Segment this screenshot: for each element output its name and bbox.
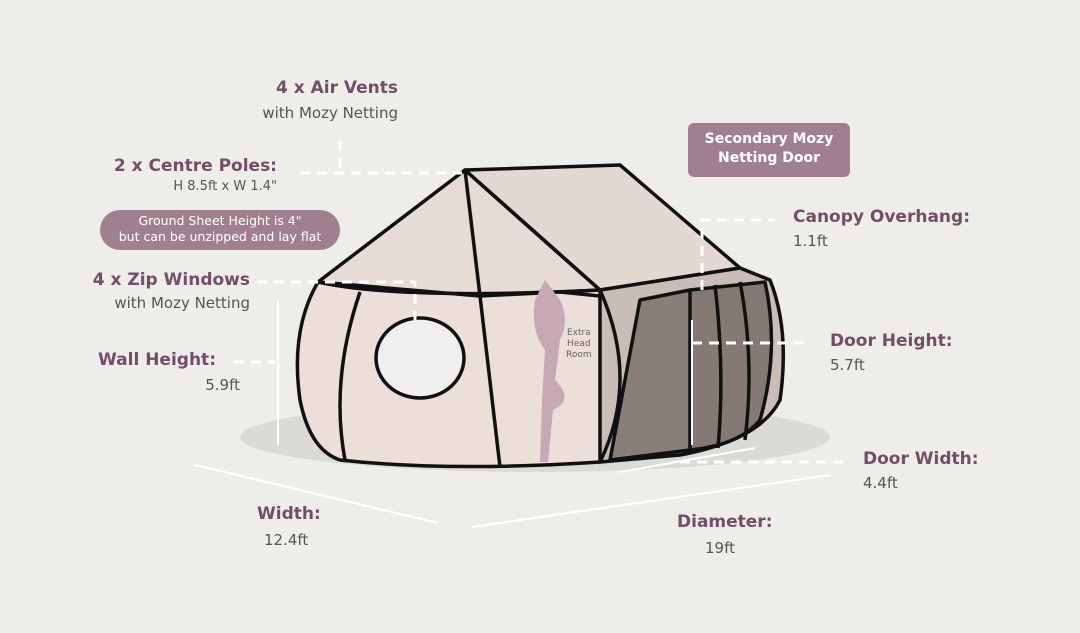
person-silhouette — [533, 280, 565, 462]
diameter-value: 19ft — [705, 539, 735, 557]
width-value: 12.4ft — [264, 531, 309, 549]
solid-arrows — [194, 300, 831, 528]
tent-body — [295, 163, 786, 469]
ground-sheet-line2: but can be unzipped and lay flat — [118, 229, 322, 244]
head-room-line3: Room — [566, 350, 592, 360]
canopy-value: 1.1ft — [793, 232, 828, 250]
canopy-title: Canopy Overhang: — [793, 207, 970, 227]
wall-height-value: 5.9ft — [205, 376, 240, 394]
centre-poles-sub: H 8.5ft x W 1.4" — [173, 179, 277, 194]
head-room-line1: Extra — [566, 328, 591, 338]
zip-window — [374, 316, 466, 400]
door-height-title: Door Height: — [830, 331, 953, 351]
width-title: Width: — [257, 504, 321, 524]
ground-sheet-badge: Ground Sheet Height is 4" but can be unz… — [100, 210, 340, 250]
zip-windows-sub: with Mozy Netting — [114, 294, 250, 312]
dimension-arrows — [234, 135, 850, 464]
head-room-line2: Head — [567, 339, 591, 349]
ground-sheet-line1: Ground Sheet Height is 4" — [138, 213, 302, 228]
wall-height-title: Wall Height: — [98, 350, 216, 370]
door-width-value: 4.4ft — [863, 474, 898, 492]
zip-windows-title: 4 x Zip Windows — [92, 270, 250, 290]
door-width-title: Door Width: — [863, 449, 979, 469]
door-height-value: 5.7ft — [830, 356, 865, 374]
air-vents-sub: with Mozy Netting — [262, 104, 398, 122]
secondary-door-badge: Secondary Mozy Netting Door — [688, 123, 850, 177]
air-vents-title: 4 x Air Vents — [275, 78, 398, 98]
secondary-door-line2: Netting Door — [717, 150, 821, 166]
head-room-label: Extra Head Room — [566, 328, 592, 361]
secondary-door-line1: Secondary Mozy — [704, 131, 834, 147]
centre-poles-title: 2 x Centre Poles: — [113, 156, 277, 176]
diameter-title: Diameter: — [677, 512, 773, 532]
